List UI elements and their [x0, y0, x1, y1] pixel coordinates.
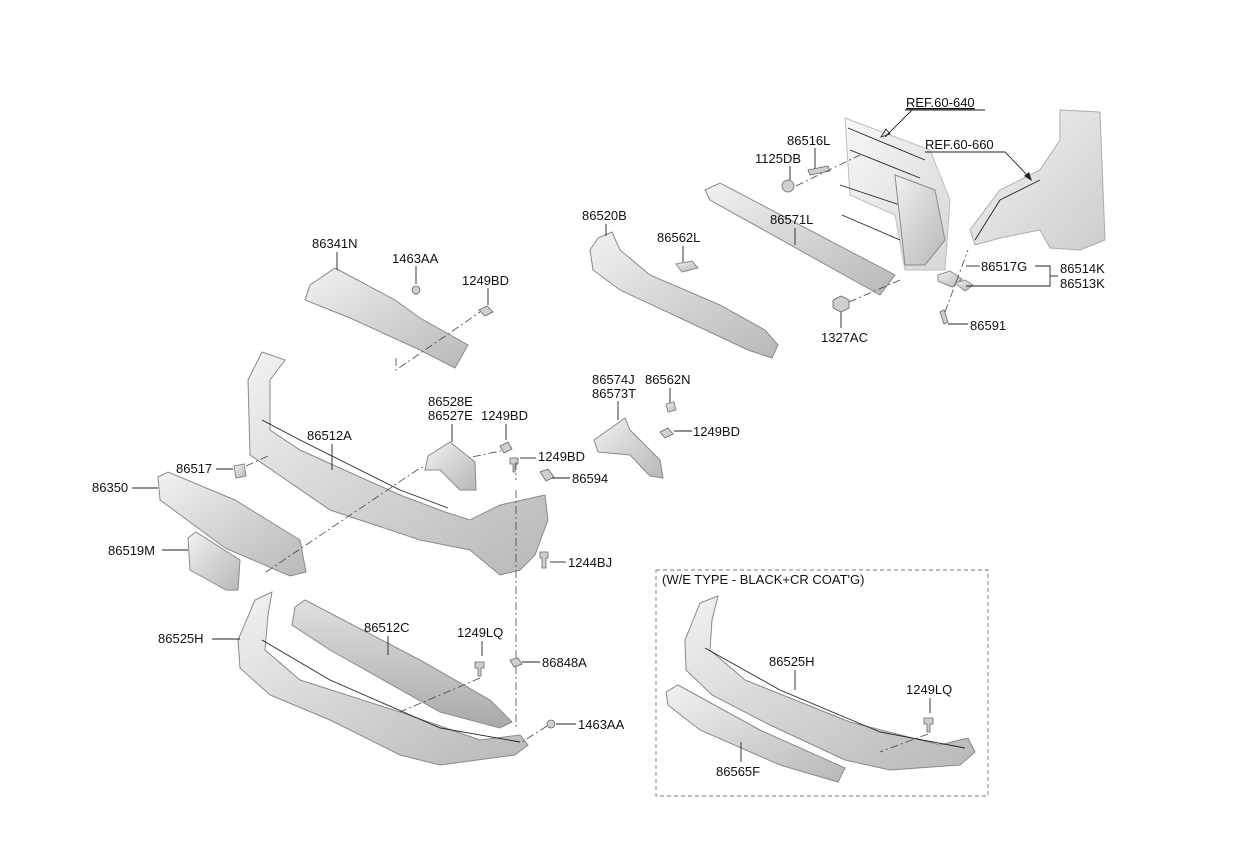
part-86571L: [704, 182, 896, 296]
label-86591: 86591: [970, 318, 1006, 333]
part-86574J-bracket: [593, 417, 664, 479]
label-86571L: 86571L: [770, 212, 813, 227]
part-86512C-grille: [291, 599, 513, 729]
label-1249BD-top: 1249BD: [462, 273, 509, 288]
label-86528E: 86528E: [428, 394, 473, 409]
label-86562L: 86562L: [657, 230, 700, 245]
inset-box: [655, 569, 989, 797]
inset-label-1249LQ: 1249LQ: [906, 682, 952, 697]
part-86562N: [665, 401, 677, 413]
label-86514K: 86514K: [1060, 261, 1105, 276]
part-86525H-lower: [237, 591, 529, 766]
clip-1463AA-bottom: [546, 719, 556, 729]
nut-1327AC: [832, 295, 850, 313]
label-86562N: 86562N: [645, 372, 691, 387]
label-86513K: 86513K: [1060, 276, 1105, 291]
label-ref-60-640: REF.60-640: [906, 95, 975, 110]
label-86594: 86594: [572, 471, 608, 486]
label-1125DB: 1125DB: [755, 151, 801, 166]
label-86517G: 86517G: [981, 259, 1027, 274]
clip-86591: [939, 309, 949, 325]
screw-1244BJ: [539, 551, 549, 569]
part-86528E-bracket: [424, 441, 477, 491]
inset-bolt-1249LQ: [923, 717, 934, 733]
bolt-1125DB: [781, 179, 795, 193]
pin-86516L: [807, 165, 831, 176]
part-86341N: [304, 267, 469, 369]
label-86525H: 86525H: [158, 631, 204, 646]
label-86341N: 86341N: [312, 236, 358, 251]
label-86512A: 86512A: [307, 428, 352, 443]
body-structure-ref-60-640: [839, 117, 951, 271]
label-ref-60-660: REF.60-660: [925, 137, 994, 152]
part-86350-grille: [157, 471, 307, 577]
bolt-1249LQ: [474, 661, 485, 677]
label-1463AA-bottom: 1463AA: [578, 717, 625, 732]
label-86848A: 86848A: [542, 655, 587, 670]
bolt-1249BD-top: [478, 305, 494, 317]
part-86513K: [953, 279, 974, 292]
clip-86594: [539, 468, 555, 482]
inset-label-86525H: 86525H: [769, 654, 815, 669]
inset-part-86565F: [665, 684, 846, 783]
clip-1463AA-top: [411, 285, 421, 295]
label-1249BD-mid2: 1249BD: [538, 449, 585, 464]
clip-86848A: [509, 657, 523, 668]
part-86517: [233, 463, 247, 479]
label-86516L: 86516L: [787, 133, 830, 148]
part-86520B: [589, 231, 779, 359]
label-86574J: 86574J: [592, 372, 635, 387]
fender-ref-60-660: [969, 109, 1106, 251]
part-86562L: [675, 260, 699, 273]
label-1463AA-top: 1463AA: [392, 251, 439, 266]
label-86527E: 86527E: [428, 408, 473, 423]
part-86512A-bumper-cover: [247, 351, 549, 576]
inset-title: (W/E TYPE - BLACK+CR COAT'G): [662, 572, 864, 587]
label-86517: 86517: [176, 461, 212, 476]
label-1327AC: 1327AC: [821, 330, 868, 345]
bolt-1249BD-right: [659, 427, 674, 439]
inset-label-86565F: 86565F: [716, 764, 760, 779]
label-86350: 86350: [92, 480, 128, 495]
part-86519M-plate: [187, 531, 241, 591]
label-1249BD-right: 1249BD: [693, 424, 740, 439]
bolt-1249BD-mid2: [509, 457, 519, 473]
label-86519M: 86519M: [108, 543, 155, 558]
label-86520B: 86520B: [582, 208, 627, 223]
inset-part-86525H: [684, 595, 976, 771]
label-86573T: 86573T: [592, 386, 636, 401]
label-1249LQ: 1249LQ: [457, 625, 503, 640]
label-86512C: 86512C: [364, 620, 410, 635]
label-1244BJ: 1244BJ: [568, 555, 612, 570]
bolt-1249BD-mid: [499, 441, 513, 454]
label-1249BD-mid: 1249BD: [481, 408, 528, 423]
